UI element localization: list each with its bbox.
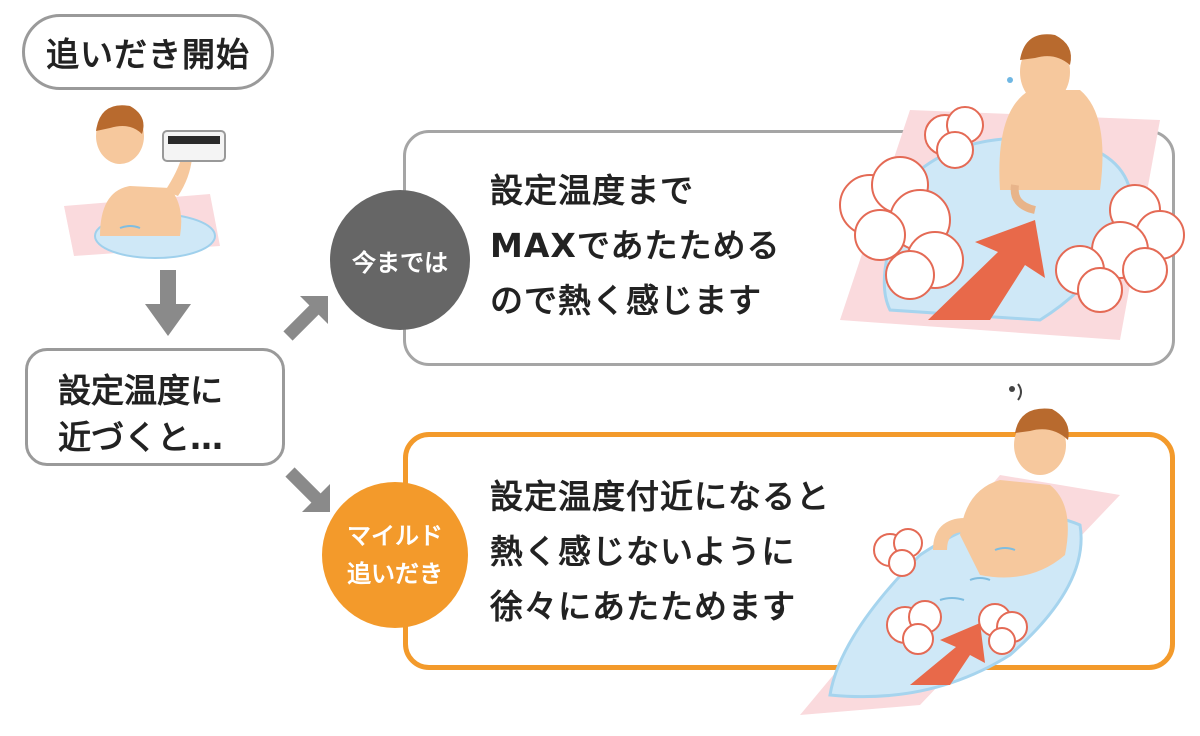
down-arrow-icon xyxy=(145,270,191,336)
near-line-1: 設定温度に xyxy=(58,371,223,410)
mild-badge: マイルド 追いだき xyxy=(322,482,468,628)
mild-line-1: 設定温度付近になると xyxy=(490,477,830,516)
hot-bath-illustration xyxy=(839,34,1185,340)
mild-badge-line-1: マイルド xyxy=(347,522,443,550)
near-setting-box: 設定温度に 近づくと… xyxy=(25,348,285,466)
up-right-arrow-icon xyxy=(283,296,328,341)
start-label: 追いだき開始 xyxy=(22,14,274,90)
mild-badge-line-2: 追いだき xyxy=(347,560,443,588)
conventional-line-3: ので熱く感じます xyxy=(490,281,762,320)
mild-message: 設定温度付近になると 熱く感じないように 徐々にあたためます xyxy=(490,469,830,634)
conventional-badge: 今までは xyxy=(330,190,470,330)
down-right-arrow-icon xyxy=(285,467,330,512)
conventional-message: 設定温度まで MAXであたためる ので熱く感じます xyxy=(490,163,781,328)
mild-line-3: 徐々にあたためます xyxy=(490,587,796,626)
relaxed-bath-illustration xyxy=(800,383,1120,715)
bather-remote-illustration xyxy=(64,105,226,259)
near-line-2: 近づくと… xyxy=(58,418,223,457)
conventional-line-2: MAXであたためる xyxy=(490,226,781,265)
conventional-line-1: 設定温度まで xyxy=(490,171,694,210)
mild-line-2: 熱く感じないように xyxy=(490,532,796,571)
